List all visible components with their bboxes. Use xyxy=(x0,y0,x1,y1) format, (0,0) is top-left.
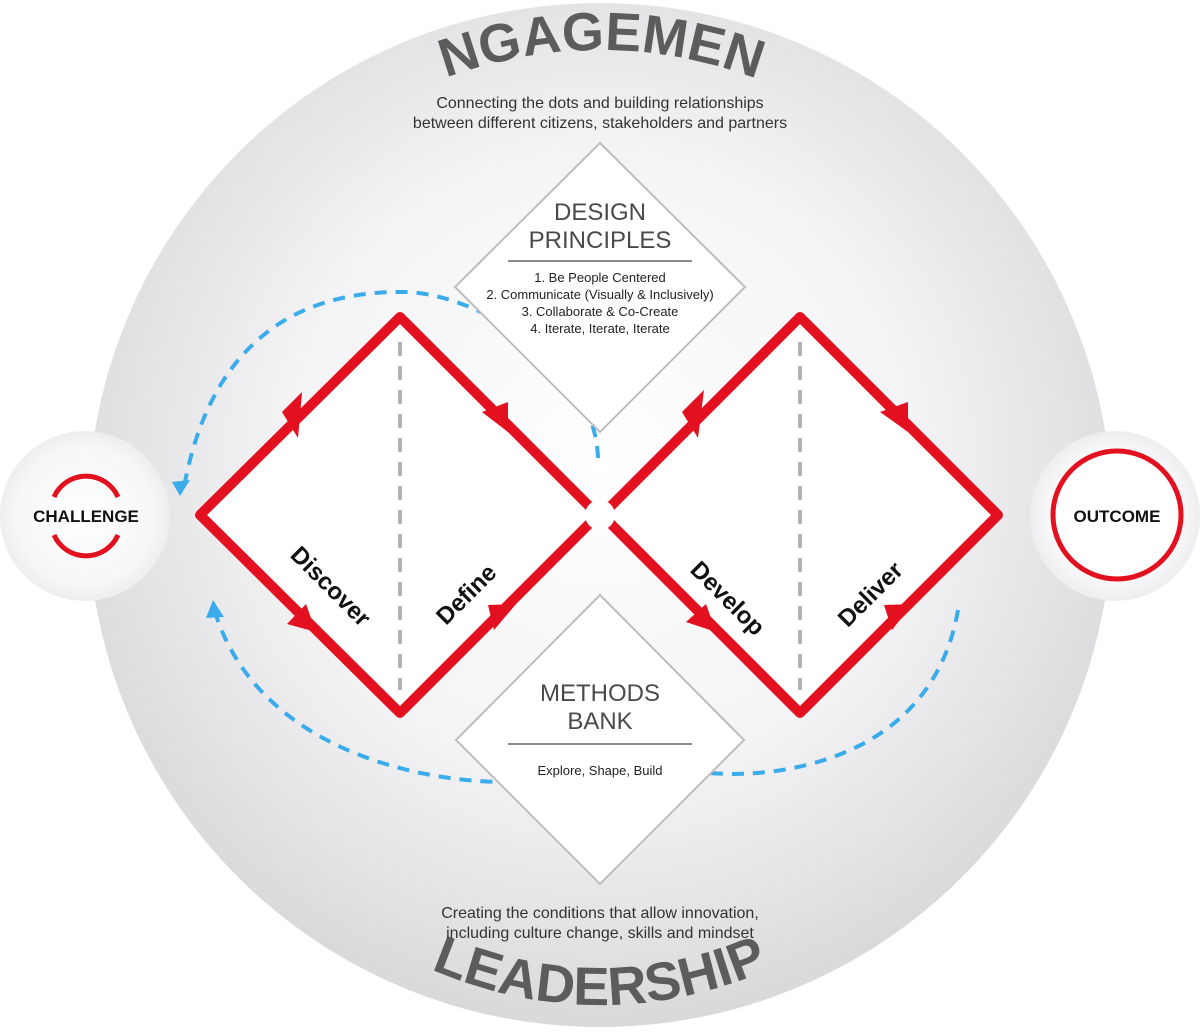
methods-bank-title-line-2: BANK xyxy=(567,708,632,735)
design-principle-item-2: 2. Communicate (Visually & Inclusively) xyxy=(486,287,713,302)
arrowhead-lower-center xyxy=(488,604,516,630)
leadership-description-line-1: Creating the conditions that allow innov… xyxy=(441,905,759,922)
arrowhead-lower-left xyxy=(287,604,316,632)
outcome-ring-icon xyxy=(1050,448,1184,582)
design-principles-title-line-1: DESIGN xyxy=(554,199,646,226)
engagement-description-line-1: Connecting the dots and building relatio… xyxy=(436,95,763,112)
leadership-description-line-2: including culture change, skills and min… xyxy=(446,925,754,942)
challenge-circle xyxy=(0,431,170,601)
loop-arrowhead-left xyxy=(172,480,190,496)
methods-bank-title-line-1: METHODS xyxy=(540,680,660,707)
arrowhead-down-right xyxy=(880,402,908,432)
design-principle-item-4: 4. Iterate, Iterate, Iterate xyxy=(530,321,669,336)
arrowhead-up-left xyxy=(282,392,302,438)
outcome-label: OUTCOME xyxy=(1074,507,1161,526)
challenge-label: CHALLENGE xyxy=(33,507,139,526)
methods-bank-box xyxy=(454,593,746,886)
arrowhead-up-right xyxy=(682,390,704,438)
bottom-loop xyxy=(213,609,960,785)
engagement-description-line-2: between different citizens, stakeholders… xyxy=(413,115,787,132)
loop-arrowhead-bottom-left xyxy=(206,600,224,618)
arrowhead-lower-right-1 xyxy=(686,604,716,632)
direction-arrowheads xyxy=(282,390,912,632)
design-principle-item-1: 1. Be People Centered xyxy=(534,270,666,285)
junction-dot xyxy=(585,500,615,530)
design-principles-box xyxy=(453,141,747,434)
design-principles-title-line-2: PRINCIPLES xyxy=(529,227,672,254)
arrowhead-lower-right-2 xyxy=(884,604,912,630)
arrowhead-down-left xyxy=(482,402,508,432)
design-principle-item-3: 3. Collaborate & Co-Create xyxy=(522,304,679,319)
challenge-ring-icon xyxy=(51,473,121,559)
methods-bank-text: Explore, Shape, Build xyxy=(537,763,662,778)
